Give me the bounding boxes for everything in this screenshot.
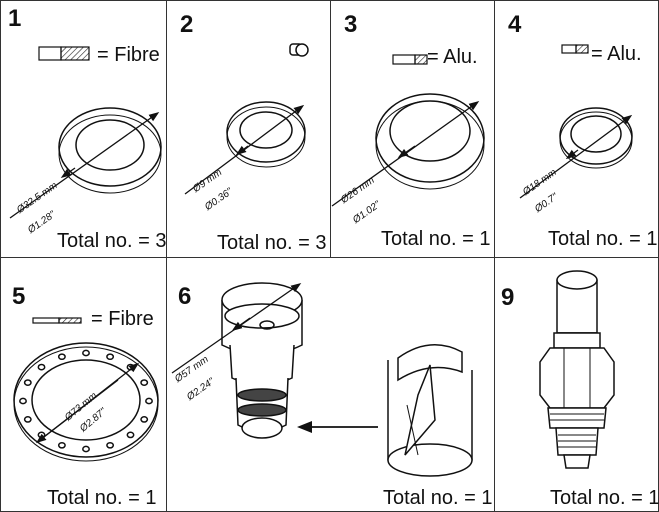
bolt-hole [37, 363, 46, 371]
bolt-hole [140, 379, 149, 386]
panel-number: 1 [8, 5, 22, 32]
arrow-left-icon [297, 421, 378, 433]
material-label: = Fibre [91, 308, 154, 330]
hatched-swatch-icon [38, 46, 90, 61]
bolt-hole [57, 441, 66, 449]
total-count: Total no. = 1 [47, 487, 157, 509]
bolt-hole [126, 431, 135, 439]
panel-number: 6 [178, 283, 192, 310]
bolt-hole [106, 353, 115, 361]
small-washer [184, 101, 306, 195]
bolt-hole [57, 353, 66, 361]
bolt-hole [23, 379, 32, 386]
total-count: Total no. = 1 [381, 228, 491, 250]
bolt-holes [19, 349, 153, 453]
total-count: Total no. = 3 [57, 230, 167, 252]
bolt-hole [140, 416, 149, 423]
panel-number: 5 [12, 283, 26, 310]
alu-swatch-icon [561, 44, 589, 54]
bolt-hole [23, 416, 32, 423]
alu-washer-large [331, 93, 485, 207]
fibre-washer [9, 107, 162, 219]
seal-profile-icon [289, 43, 309, 57]
material-label: = Fibre [97, 44, 160, 66]
total-count: Total no. = 1 [383, 487, 493, 509]
alu-washer-small [519, 107, 633, 199]
bolt-hole [19, 397, 27, 405]
bolt-hole [106, 441, 115, 449]
bolt-hole [82, 445, 90, 453]
bolt-hole [82, 349, 90, 357]
total-count: Total no. = 1 [550, 487, 659, 509]
panel-number: 2 [180, 11, 194, 38]
material-label: = Alu. [591, 43, 642, 65]
material-label: = Alu. [427, 46, 478, 68]
panel-5: 5 = Fibre Ø73 mm Ø2.87" Total no. = 1 [0, 257, 167, 512]
threaded-insert [539, 270, 615, 469]
panel-3: 3 = Alu. Ø26 mm Ø1.02" Total no. = 1 [330, 0, 495, 258]
bolt-hole [145, 397, 153, 405]
panel-number: 9 [501, 284, 515, 311]
total-count: Total no. = 1 [548, 228, 658, 250]
panel-number: 4 [508, 11, 522, 38]
valve-cartridge [171, 282, 303, 439]
flange-gasket [13, 342, 159, 462]
split-sleeve [387, 344, 473, 477]
fibre-swatch-icon [32, 317, 82, 324]
panel-number: 3 [344, 11, 358, 38]
alu-swatch-icon [392, 54, 428, 65]
total-count: Total no. = 3 [217, 232, 327, 254]
